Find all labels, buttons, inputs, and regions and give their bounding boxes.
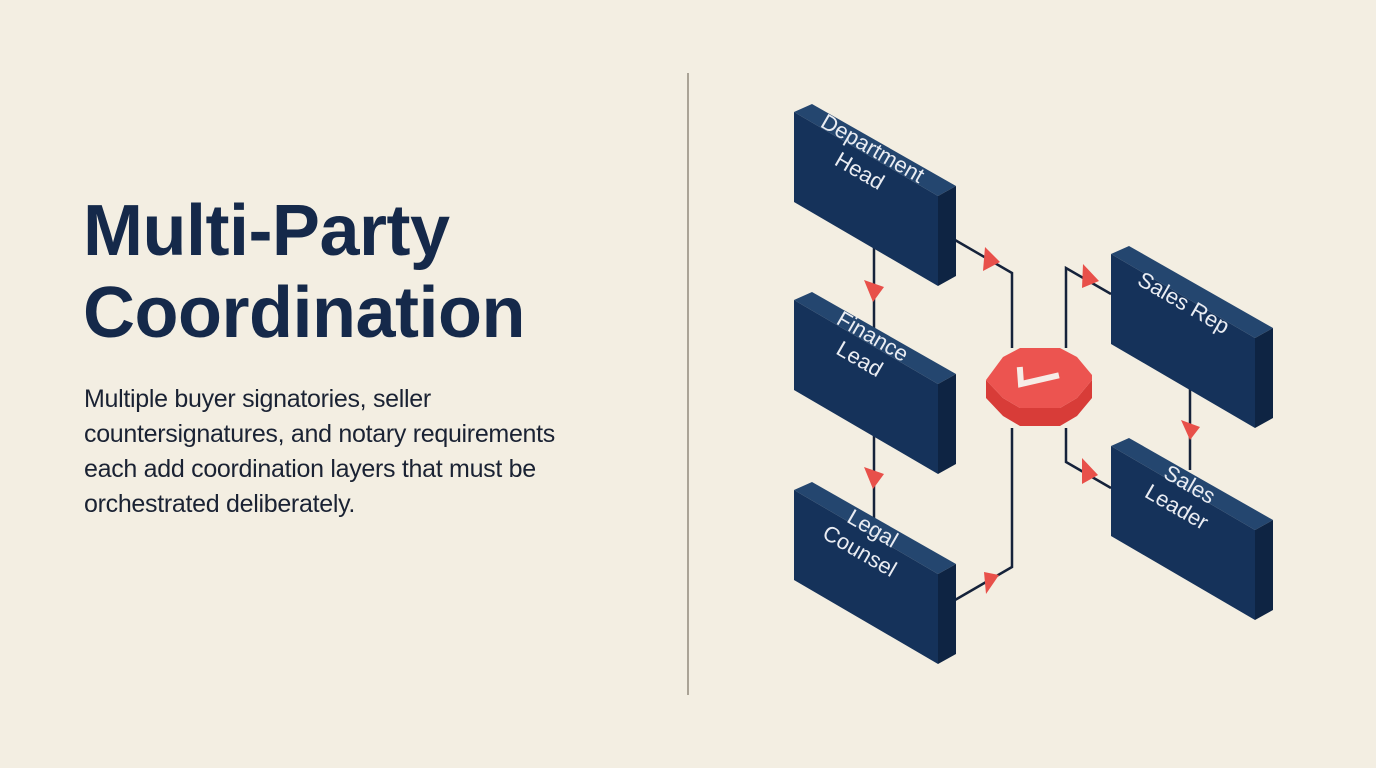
- slide-body: Multiple buyer signatories, seller count…: [84, 382, 644, 522]
- body-line-2: countersignatures, and notary requiremen…: [84, 420, 556, 448]
- node-sales-leader: Sales Leader: [1111, 438, 1273, 620]
- arrow-icon: [864, 280, 884, 302]
- arrow-icon: [1082, 458, 1098, 484]
- approval-hub: [986, 348, 1092, 426]
- arrow-icon: [984, 572, 999, 594]
- arrow-icon: [864, 467, 884, 489]
- arrow-icon: [1082, 264, 1099, 288]
- body-line-1: Multiple buyer signatories, seller: [84, 385, 431, 413]
- node-sales-rep: Sales Rep: [1111, 246, 1273, 428]
- connector-dept-hub: [954, 238, 1014, 348]
- arrowheads: [864, 247, 1200, 594]
- connector-hub-salesrep: [1064, 265, 1112, 348]
- connector-legal-hub: [954, 428, 1014, 602]
- title-line-2: Coordination: [83, 273, 525, 353]
- title-line-1: Multi-Party: [83, 191, 450, 271]
- body-line-3: each add coordination layers that must b…: [84, 455, 536, 483]
- checkmark-icon: [1016, 366, 1060, 388]
- connector-hub-salesleader: [1064, 428, 1112, 490]
- slide-title: Multi-Party Coordination: [83, 190, 643, 354]
- vertical-divider: [687, 73, 689, 695]
- body-line-4: orchestrated deliberately.: [84, 490, 356, 518]
- arrow-icon: [983, 247, 1000, 271]
- arrow-icon: [1181, 420, 1200, 440]
